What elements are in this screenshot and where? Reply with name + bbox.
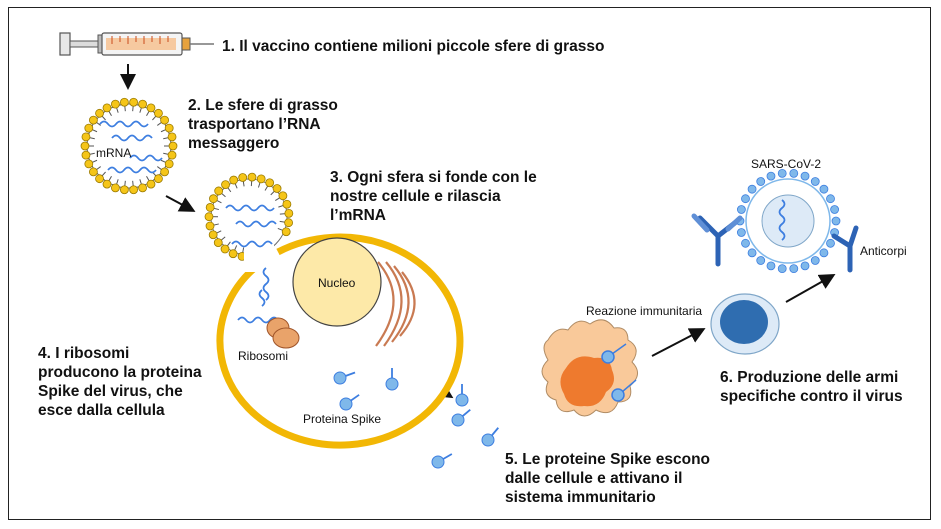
step-line: 4. I ribosomi (38, 345, 129, 362)
ribosomi-label: Ribosomi (238, 349, 288, 363)
step-1-text: 1. Il vaccino contiene milioni piccole s… (222, 38, 604, 55)
sars-cov-2-label: SARS-CoV-2 (751, 157, 821, 171)
figure-frame (8, 7, 931, 520)
proteina-spike-label: Proteina Spike (303, 412, 381, 426)
step-line: Spike del virus, che (38, 383, 183, 400)
step-line: specifiche contro il virus (720, 388, 903, 405)
nucleus-label: Nucleo (318, 276, 356, 290)
released-mrna (225, 204, 279, 324)
step-line: trasportano l’RNA (188, 116, 321, 133)
arrow-6 (785, 274, 836, 303)
spike-proteins-outside (431, 384, 499, 469)
reazione-immunitaria-label: Reazione immunitaria (586, 304, 702, 318)
antibody-right-icon (831, 225, 859, 273)
macrophage (541, 319, 638, 417)
golgi-apparatus (375, 261, 416, 347)
step-3-text: 3. Ogni sfera si fonde con le nostre cell… (330, 169, 537, 224)
syringe-icon (59, 32, 214, 56)
b-cell (710, 293, 780, 355)
mrna-strands (99, 120, 163, 174)
step-line: 3. Ogni sfera si fonde con le (330, 169, 537, 186)
step-6-text: 6. Produzione delle armi specifiche contr… (720, 369, 903, 405)
arrow-5 (651, 328, 706, 357)
step-5-text: 5. Le proteine Spike escono dalle cellule… (505, 451, 710, 506)
step-line: esce dalla cellula (38, 402, 165, 419)
step-line: l’mRNA (330, 207, 386, 224)
anticorpi-label: Anticorpi (860, 244, 907, 258)
spike-proteins-inside (333, 368, 399, 411)
lipid-nanoparticle: mRNA (80, 97, 178, 195)
step-line: messaggero (188, 135, 279, 152)
sars-cov-2-virus (735, 168, 841, 274)
step-line: 5. Le proteine Spike escono (505, 451, 710, 468)
step-line: dalle cellule e attivano il (505, 470, 682, 487)
step-line: nostre cellule e rilascia (330, 188, 501, 205)
arrow-2 (165, 195, 196, 212)
step-line: 2. Le sfere di grasso (188, 97, 338, 114)
step-line: producono la proteina (38, 364, 202, 381)
antibody-left-icon (691, 213, 743, 267)
step-2-text: 2. Le sfere di grasso trasportano l’RNA me… (188, 97, 338, 152)
cell: Nucleo Ribosomi Proteina Spike (204, 172, 464, 449)
step-line: 6. Produzione delle armi (720, 369, 898, 386)
ribosome-icon (266, 317, 300, 349)
step-line: 1. Il vaccino contiene milioni piccole s… (222, 38, 604, 55)
mrna-label: mRNA (96, 146, 131, 160)
nucleus (292, 237, 382, 327)
step-line: sistema immunitario (505, 489, 656, 506)
